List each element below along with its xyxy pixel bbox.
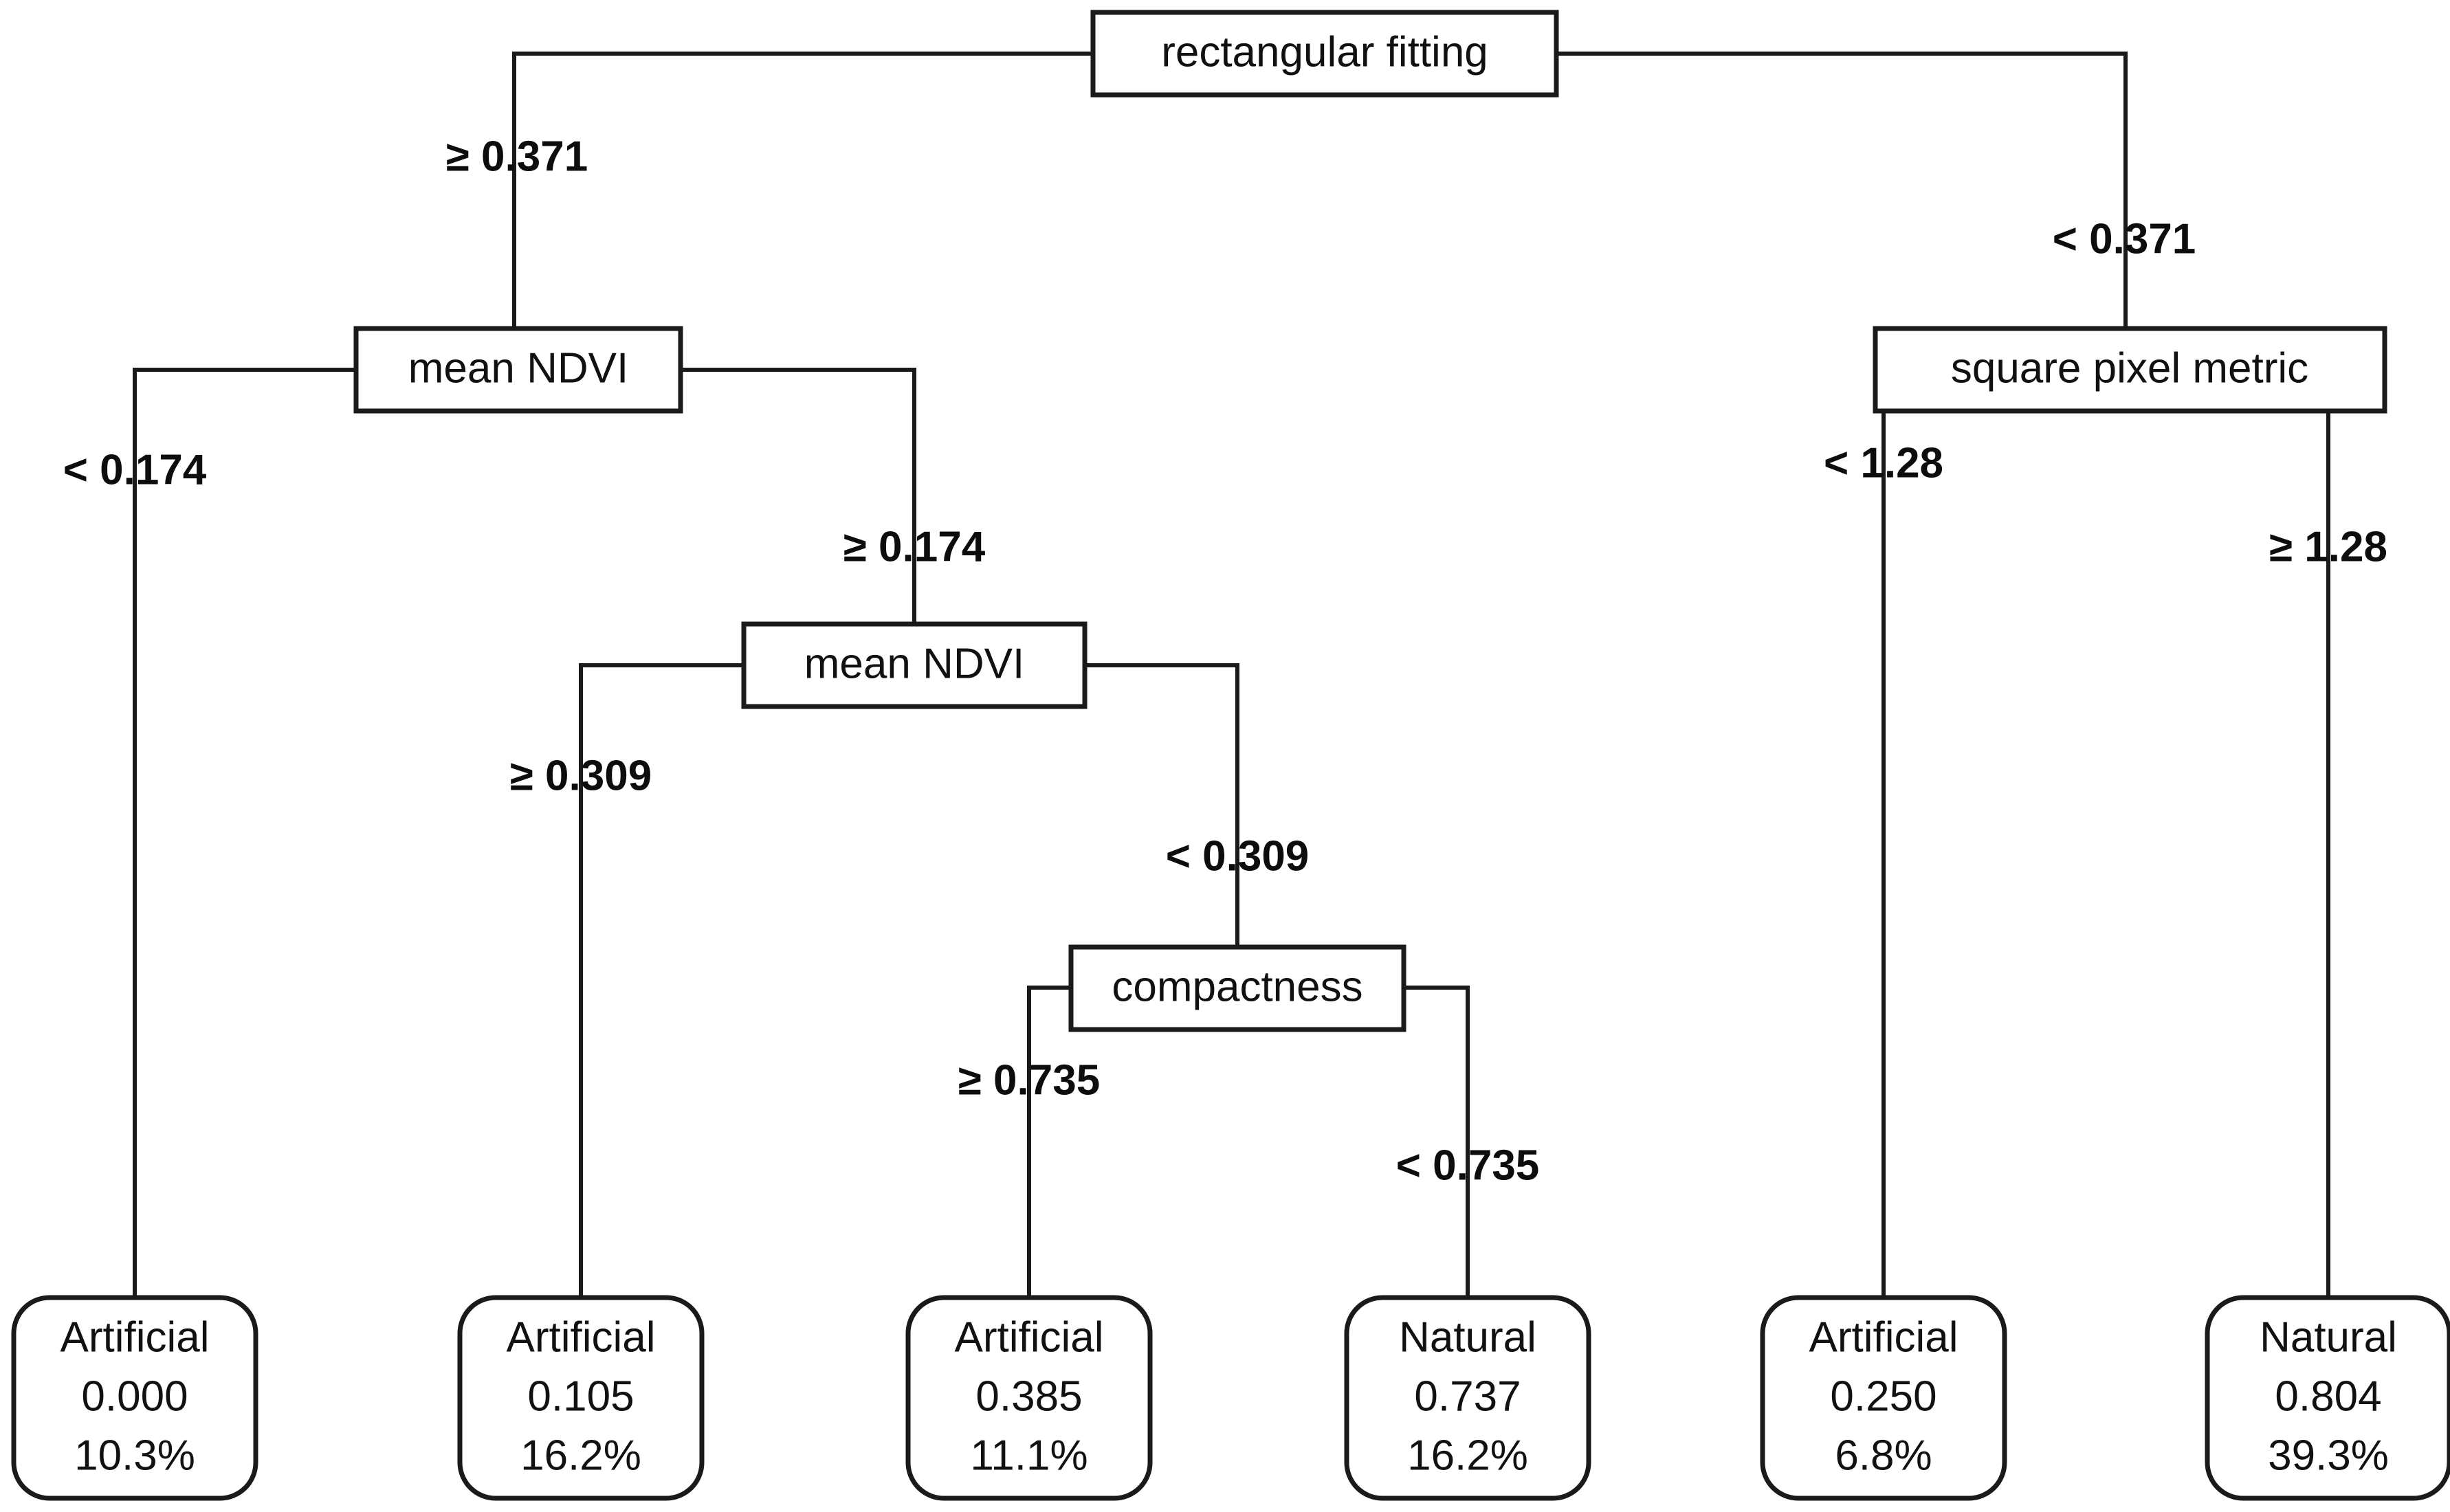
edge-labels-group: ≥ 0.371 < 0.371 < 0.174 ≥ 0.174 ≥ 0.309 … [63, 133, 2387, 1189]
leaf-node-1-class: Artificial [60, 1313, 209, 1361]
edge-mean-ndvi-2-to-leaf-2 [579, 663, 744, 1298]
leaf-node-4-box [1344, 1295, 1591, 1501]
leaf-node-5-share: 6.8% [1835, 1432, 1932, 1479]
leaf-node-2-share: 16.2% [520, 1432, 641, 1479]
node-mean-ndvi-2-box [741, 621, 1088, 709]
leaf-node-4[interactable]: Natural 0.737 16.2% [1344, 1295, 1591, 1501]
node-square-pixel-metric-label: square pixel metric [1951, 344, 2308, 392]
edge-label-ndvi2-left: ≥ 0.309 [510, 752, 652, 799]
node-rectangular-fitting[interactable]: rectangular fitting [1090, 10, 1559, 98]
leaf-node-3-probability: 0.385 [975, 1372, 1082, 1420]
leaf-node-5-probability: 0.250 [1830, 1372, 1936, 1420]
edge-label-spm-right: ≥ 1.28 [2269, 523, 2387, 570]
edge-root-to-mean-ndvi-1 [512, 52, 1093, 330]
leaf-node-3-share: 11.1% [970, 1432, 1088, 1479]
edge-label-root-left: ≥ 0.371 [446, 133, 588, 180]
leaf-node-6-box [2205, 1295, 2450, 1501]
leaf-node-4-class: Natural [1399, 1313, 1536, 1361]
leaf-node-2-box [457, 1295, 705, 1501]
node-mean-ndvi-1[interactable]: mean NDVI [353, 326, 683, 414]
node-mean-ndvi-1-box [353, 326, 683, 414]
leaf-node-1-share: 10.3% [74, 1432, 195, 1479]
edge-label-spm-left: < 1.28 [1824, 439, 1943, 487]
leaf-node-1-probability: 0.000 [81, 1372, 188, 1420]
leaf-node-3-class: Artificial [954, 1313, 1103, 1361]
edge-label-compactness-left: ≥ 0.735 [958, 1056, 1100, 1104]
leaf-node-5-class: Artificial [1809, 1313, 1958, 1361]
leaf-node-5[interactable]: Artificial 0.250 6.8% [1760, 1295, 2007, 1501]
leaf-node-6[interactable]: Natural 0.804 39.3% [2205, 1295, 2450, 1501]
leaf-node-4-share: 16.2% [1407, 1432, 1528, 1479]
leaf-node-6-share: 39.3% [2268, 1432, 2389, 1479]
node-compactness-box [1068, 944, 1406, 1032]
leaf-node-1[interactable]: Artificial 0.000 10.3% [11, 1295, 258, 1501]
edge-label-root-right: < 0.371 [2053, 215, 2196, 263]
leaf-node-6-probability: 0.804 [2275, 1372, 2381, 1420]
edge-mean-ndvi-1-to-mean-ndvi-2 [681, 368, 916, 625]
edge-lines-group [133, 52, 2330, 1298]
leaf-node-3-box [905, 1295, 1153, 1501]
leaf-node-1-box [11, 1295, 258, 1501]
edge-label-ndvi2-right: < 0.309 [1166, 832, 1310, 880]
node-rectangular-fitting-box [1090, 10, 1559, 98]
leaf-node-3[interactable]: Artificial 0.385 11.1% [905, 1295, 1153, 1501]
node-compactness[interactable]: compactness [1068, 944, 1406, 1032]
leaf-node-4-probability: 0.737 [1414, 1372, 1521, 1420]
leaf-node-2[interactable]: Artificial 0.105 16.2% [457, 1295, 705, 1501]
edge-label-ndvi1-right: ≥ 0.174 [843, 523, 986, 570]
node-square-pixel-metric-box [1873, 326, 2387, 414]
edge-label-compactness-right: < 0.735 [1396, 1142, 1540, 1189]
node-mean-ndvi-2-label: mean NDVI [804, 640, 1024, 687]
edge-mean-ndvi-2-to-compactness [1085, 663, 1239, 948]
leaf-node-2-probability: 0.105 [527, 1372, 634, 1420]
edge-label-ndvi1-left: < 0.174 [63, 446, 207, 493]
node-rectangular-fitting-label: rectangular fitting [1161, 28, 1488, 76]
edge-root-to-square-pixel-metric [1556, 52, 2128, 329]
node-mean-ndvi-1-label: mean NDVI [408, 344, 628, 392]
edge-compactness-to-leaf-4 [1404, 986, 1470, 1298]
leaf-node-5-box [1760, 1295, 2007, 1501]
edge-compactness-to-leaf-3 [1027, 986, 1071, 1298]
edge-mean-ndvi-1-to-leaf-1 [133, 368, 356, 1298]
leaf-node-6-class: Natural [2260, 1313, 2397, 1361]
node-compactness-label: compactness [1112, 963, 1362, 1010]
node-square-pixel-metric[interactable]: square pixel metric [1873, 326, 2387, 414]
leaf-node-2-class: Artificial [506, 1313, 655, 1361]
node-mean-ndvi-2[interactable]: mean NDVI [741, 621, 1088, 709]
